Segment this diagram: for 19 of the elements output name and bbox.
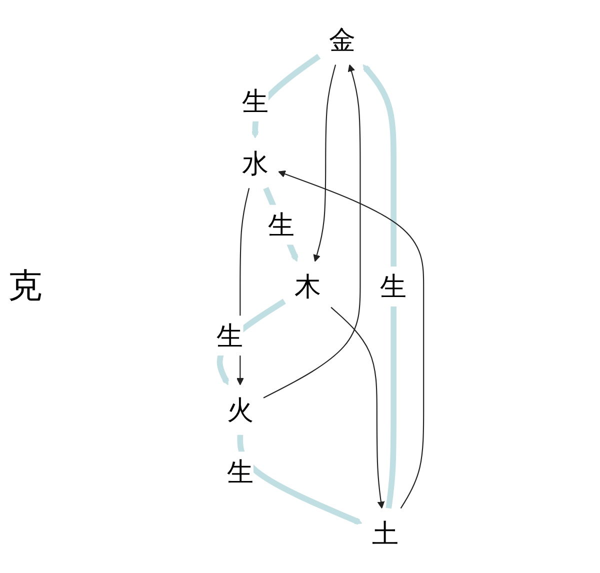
- node-text: 金: [328, 24, 356, 56]
- edge-label: 生: [268, 208, 295, 241]
- node-text: 火: [226, 394, 254, 426]
- node-text: 水: [242, 147, 268, 179]
- arrow: [313, 64, 336, 262]
- arrow: [263, 186, 298, 262]
- edge-label: 生: [226, 456, 254, 488]
- edge-label: 生: [242, 86, 268, 118]
- arrow: [362, 64, 396, 509]
- arrow: [278, 170, 424, 509]
- node-text: 木: [294, 270, 321, 302]
- arrow: [237, 434, 362, 525]
- edge-label: 生: [380, 270, 407, 302]
- node-text: 土: [372, 517, 398, 550]
- arrow: [263, 64, 361, 398]
- arrow: [216, 298, 286, 386]
- arrow: [330, 306, 384, 509]
- label-text: 克: [8, 268, 42, 306]
- edge-label: 生: [216, 320, 244, 352]
